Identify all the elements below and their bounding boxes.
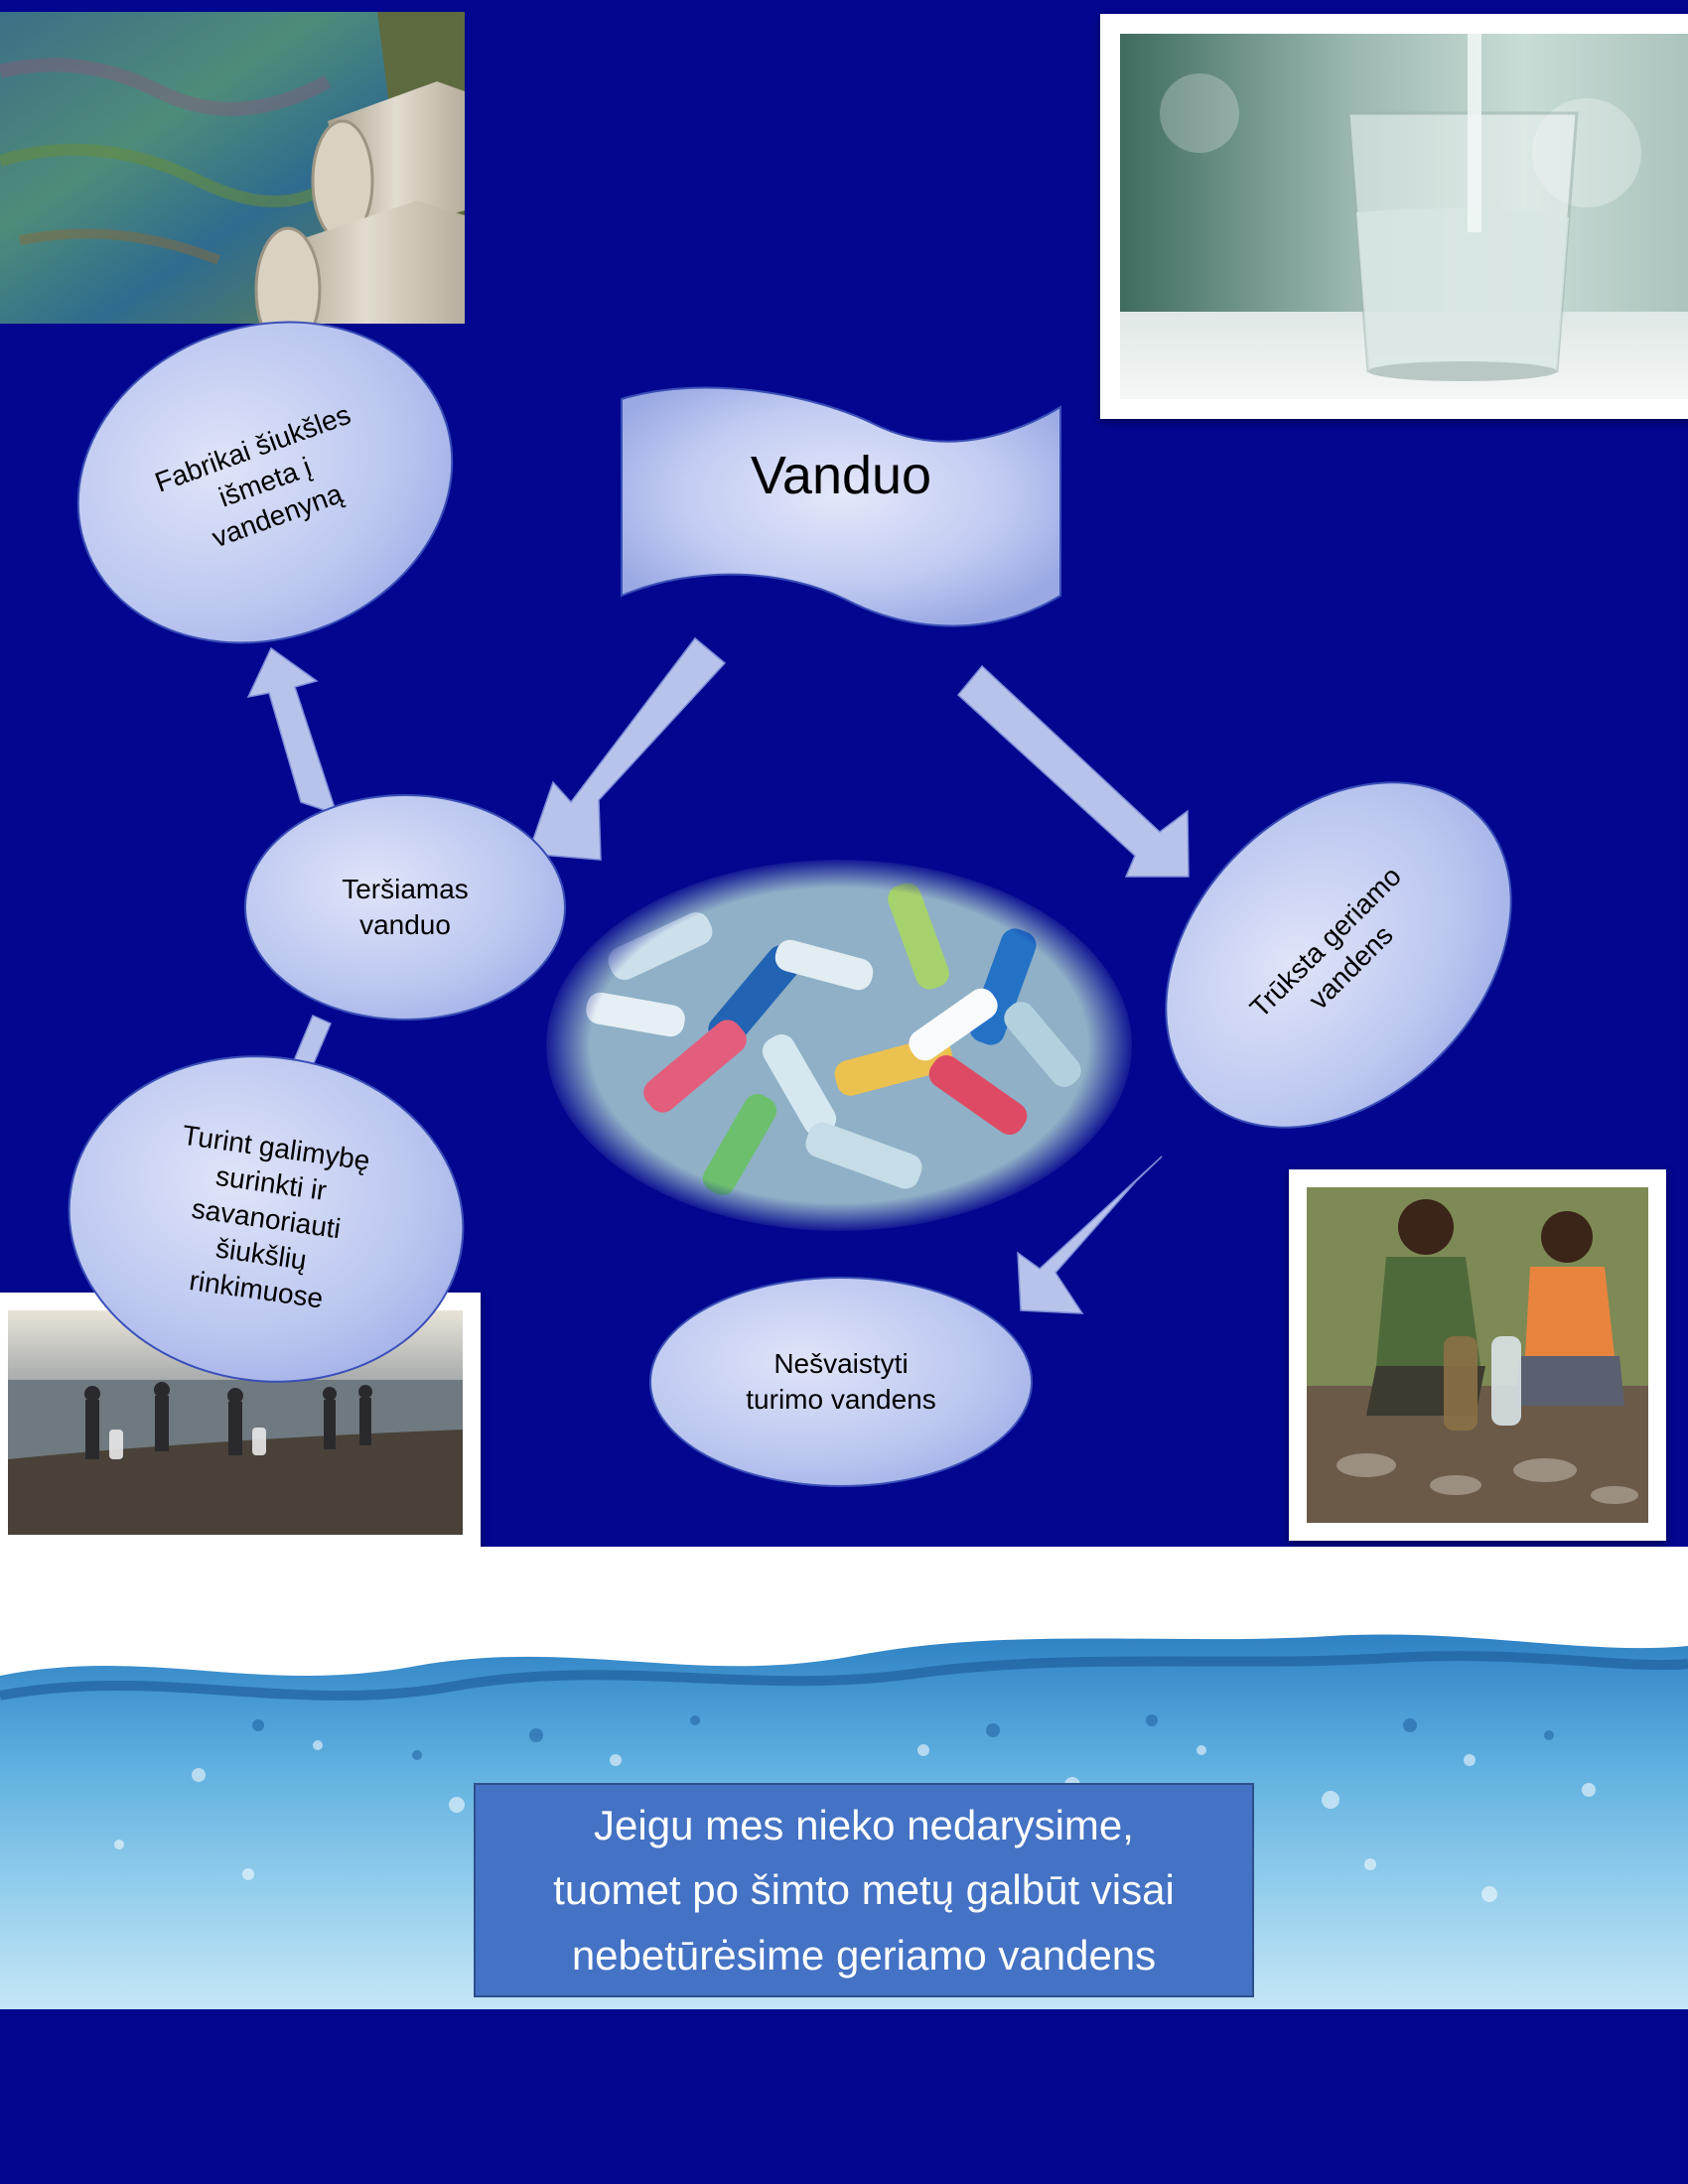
plastic-bottles-photo bbox=[546, 860, 1132, 1231]
arrow-to-shortage bbox=[956, 664, 1190, 878]
children-dirty-water-photo bbox=[1289, 1169, 1666, 1541]
arrow-to-polluted bbox=[526, 636, 727, 861]
glass-of-water-photo bbox=[1100, 14, 1688, 419]
vanduo-title-shape bbox=[621, 386, 1061, 627]
conclusion-banner: Jeigu mes nieko nedarysime, tuomet po ši… bbox=[474, 1783, 1254, 1997]
beach-cleanup-photo bbox=[0, 1293, 481, 1553]
arrow-to-save bbox=[1017, 1156, 1163, 1314]
node-save-water: Nešvaistyti turimo vandens bbox=[649, 1277, 1033, 1487]
arrow-to-factories bbox=[246, 646, 339, 816]
center-title: Vanduo bbox=[750, 446, 932, 505]
polluted-water-pipes-photo bbox=[0, 12, 465, 324]
node-polluted-water: Teršiamas vanduo bbox=[244, 794, 566, 1021]
